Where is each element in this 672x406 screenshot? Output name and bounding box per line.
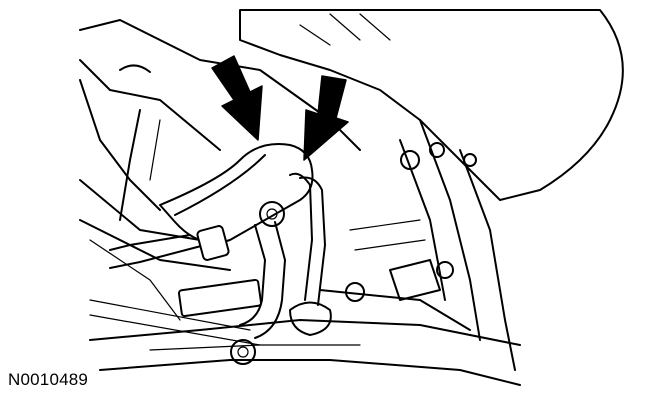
body-panel <box>239 9 624 201</box>
frame-rail-right <box>349 119 516 371</box>
right-arrow-icon <box>303 75 349 161</box>
frame-structure <box>79 19 361 346</box>
figure-id-label: N0010489 <box>8 370 89 389</box>
left-arrow-icon <box>211 55 263 141</box>
chassis-lower <box>89 282 521 386</box>
